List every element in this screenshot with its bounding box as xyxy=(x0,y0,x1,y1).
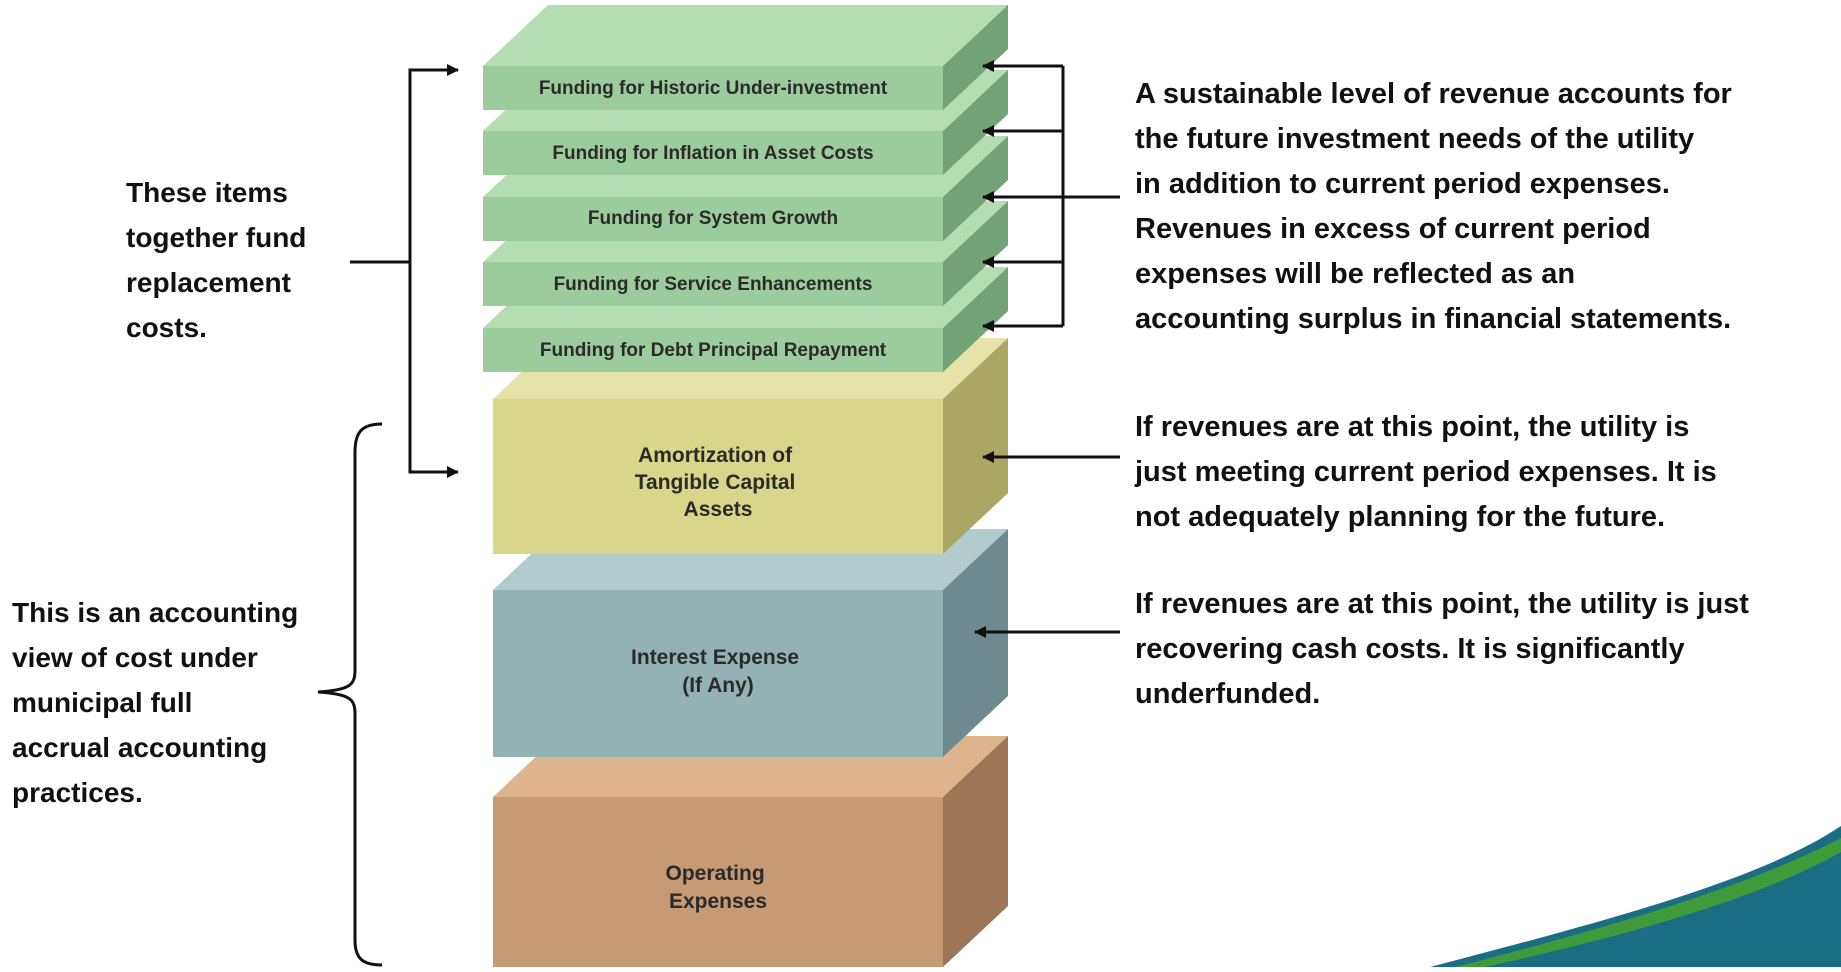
slab-inflation-side xyxy=(943,70,1008,175)
block-operating-label: Operating Expenses xyxy=(665,862,770,913)
note-cash-costs: If revenues are at this point, the utili… xyxy=(1135,588,1749,710)
note-current-expenses: If revenues are at this point, the utili… xyxy=(1135,411,1717,533)
accounting-view-brace xyxy=(317,422,383,967)
block-interest-side xyxy=(943,529,1008,757)
slab-service-label: Funding for Service Enhancements xyxy=(554,274,873,295)
slab-debt-label: Funding for Debt Principal Repayment xyxy=(540,340,887,361)
slab-growth-label: Funding for System Growth xyxy=(588,208,838,229)
note-accounting-view: This is an accounting view of cost under… xyxy=(12,597,299,808)
block-interest-label: Interest Expense (If Any) xyxy=(631,646,805,697)
bracket-line xyxy=(408,68,440,474)
block-operating-expenses: Operating Expenses xyxy=(493,736,1008,967)
slab-historic-side xyxy=(943,5,1008,110)
corner-swoosh-teal xyxy=(1430,826,1841,967)
slab-inflation-label: Funding for Inflation in Asset Costs xyxy=(552,143,873,164)
block-operating-front xyxy=(493,797,943,967)
block-amortization-label: Amortization of Tangible Capital Assets xyxy=(635,444,801,521)
block-amortization-front xyxy=(493,399,943,554)
note-replacement-costs: These items together fund replacement co… xyxy=(126,177,307,343)
block-operating-side xyxy=(943,736,1008,967)
slab-historic-label: Funding for Historic Under-investment xyxy=(539,78,888,99)
slab-historic-front xyxy=(483,66,943,110)
block-historic-underinvestment: Funding for Historic Under-investment xyxy=(483,5,1008,110)
slab-growth-front xyxy=(483,197,943,241)
block-amortization-label-line: Assets xyxy=(684,498,753,521)
replacement-costs-bracket xyxy=(350,64,459,478)
block-amortization-label-line: Amortization of xyxy=(638,444,793,467)
block-interest-front xyxy=(493,590,943,757)
block-amortization-side xyxy=(943,338,1008,554)
slab-debt-side xyxy=(943,267,1008,372)
block-amortization-label-line: Tangible Capital xyxy=(635,471,796,494)
slab-debt-front xyxy=(483,328,943,372)
block-interest-expense: Interest Expense (If Any) xyxy=(493,529,1008,757)
slab-service-side xyxy=(943,201,1008,306)
slab-inflation-front xyxy=(483,131,943,175)
block-interest-label-line: Interest Expense xyxy=(631,646,799,669)
slab-growth-side xyxy=(943,136,1008,241)
funding-arrows xyxy=(982,60,1120,332)
slab-historic-top xyxy=(483,5,1008,66)
block-interest-label-line: (If Any) xyxy=(682,674,754,697)
block-operating-label-line: Operating xyxy=(665,862,764,885)
slab-service-front xyxy=(483,262,943,306)
note-sustainable-revenue: A sustainable level of revenue accounts … xyxy=(1135,78,1732,335)
block-operating-label-line: Expenses xyxy=(669,890,767,913)
